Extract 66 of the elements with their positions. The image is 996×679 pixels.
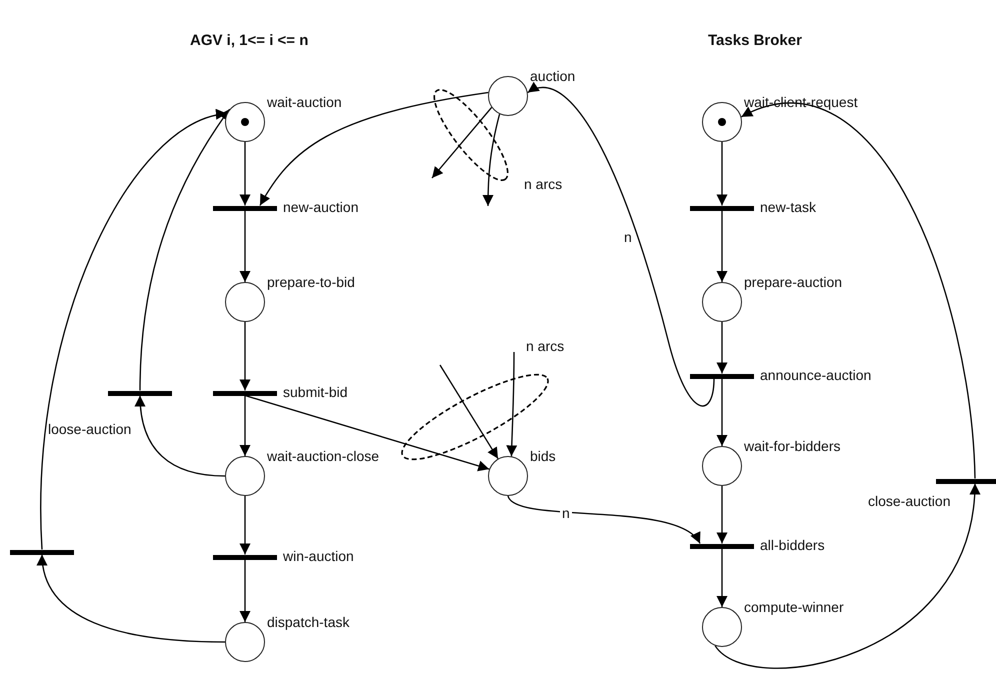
arc-arrow — [135, 395, 226, 477]
node-label: all-bidders — [760, 537, 825, 553]
place-circle — [225, 456, 265, 496]
arc-arrow — [716, 210, 728, 282]
node-label: loose-auction — [48, 421, 132, 437]
column-heading: AGV i, 1<= i <= n — [190, 32, 308, 49]
transition-bar — [936, 478, 996, 484]
node-label: dispatch-task — [267, 614, 350, 630]
arc-arrow — [527, 83, 715, 406]
arc-arrow — [240, 322, 250, 390]
node-label: new-task — [760, 199, 816, 215]
place-circle — [702, 446, 742, 486]
arc-arrow — [259, 92, 488, 206]
arc-arrow — [741, 104, 976, 479]
transition-bar — [108, 390, 172, 396]
transition-bar — [690, 206, 754, 210]
arc-arrow — [240, 396, 250, 456]
place-circle — [702, 102, 742, 142]
arc-arrow — [716, 142, 728, 206]
transition-bar — [213, 390, 277, 396]
place-circle — [702, 607, 742, 647]
node-label: wait-auction — [267, 94, 342, 110]
arc-arrow — [432, 107, 492, 178]
arc-arrow — [506, 352, 518, 456]
node-label: wait-auction-close — [267, 448, 380, 464]
transition-bar — [213, 554, 277, 560]
column-heading: Tasks Broker — [708, 32, 802, 49]
arc-arrow — [439, 364, 499, 460]
arc-arrow — [507, 496, 700, 544]
arc-arrow — [240, 142, 250, 206]
transition-bar — [690, 544, 754, 548]
place-circle — [488, 456, 528, 496]
node-label: close-auction — [868, 493, 950, 509]
arc-arrow — [716, 548, 728, 607]
node-label: prepare-auction — [744, 274, 842, 290]
place-circle — [488, 76, 528, 116]
transition-bar — [213, 206, 277, 210]
node-label: prepare-to-bid — [267, 274, 355, 290]
arc-arrow — [716, 322, 728, 374]
place-circle — [702, 282, 742, 322]
transition-bar — [10, 550, 74, 554]
arc-arrow — [240, 560, 250, 622]
node-label: compute-winner — [744, 599, 844, 615]
node-label: bids — [530, 448, 556, 464]
place-circle — [225, 282, 265, 322]
arc-arrow — [482, 114, 500, 206]
arc-arrow — [244, 394, 490, 472]
arc-arrow — [240, 496, 250, 554]
node-label: announce-auction — [760, 367, 872, 383]
arc-arrow — [714, 483, 980, 669]
place-circle — [225, 102, 265, 142]
arc-arrow — [716, 378, 728, 446]
node-label: auction — [530, 68, 576, 84]
node-label: new-auction — [283, 199, 358, 215]
arc-arrow — [38, 554, 226, 643]
node-label: wait-client-request — [744, 94, 858, 110]
arc-arrow — [240, 210, 250, 282]
annotation-text: n arcs — [524, 176, 562, 192]
node-label: submit-bid — [283, 384, 348, 400]
node-label: wait-for-bidders — [744, 438, 840, 454]
place-circle — [225, 622, 265, 662]
arc-arrow — [139, 108, 230, 391]
annotation-text: n arcs — [526, 338, 564, 354]
node-label: win-auction — [283, 548, 354, 564]
transition-bar — [690, 374, 754, 378]
arc-arrow — [716, 486, 728, 544]
